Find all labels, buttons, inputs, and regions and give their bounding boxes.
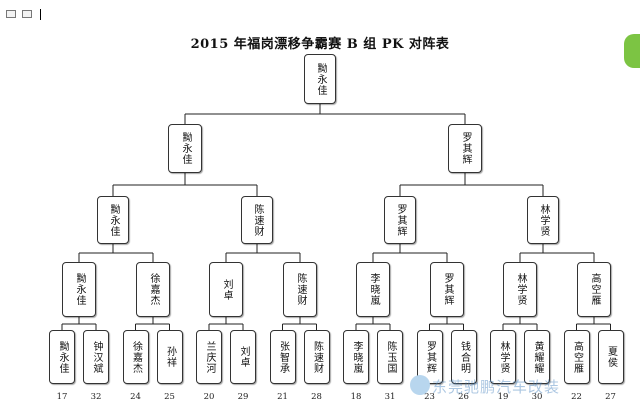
quarterfinal-box: 罗其辉 xyxy=(384,196,416,244)
seed-number: 19 xyxy=(497,392,509,402)
player-name: 黝永佳 xyxy=(315,62,326,96)
wechat-chat-icon[interactable] xyxy=(624,34,640,68)
seed-number: 31 xyxy=(384,392,396,402)
player-box: 张智承 xyxy=(269,330,296,384)
seed-number: 27 xyxy=(605,392,616,402)
player-name: 林学贤 xyxy=(515,273,526,306)
quarterfinal-box: 陈速财 xyxy=(241,196,273,244)
champion-box: 黝永佳 xyxy=(304,54,336,104)
player-box: 陈速财 xyxy=(303,330,330,384)
seed-number: 21 xyxy=(277,392,288,402)
player-name: 黝永佳 xyxy=(57,340,68,374)
player-box: 陈玉国 xyxy=(377,330,403,384)
quarterfinal-box: 黝永佳 xyxy=(97,196,129,244)
seed-number: 26 xyxy=(458,392,469,402)
round-of-8-box: 刘卓 xyxy=(209,262,243,317)
watermark-logo-icon xyxy=(410,375,430,395)
player-name: 兰庆河 xyxy=(204,340,215,374)
player-box: 钱合明 xyxy=(450,330,477,384)
player-name: 黄耀耀 xyxy=(532,340,543,374)
seed-number: 17 xyxy=(56,392,68,402)
player-box: 夏侯 xyxy=(597,330,624,384)
player-name: 陈速财 xyxy=(295,273,306,306)
round-of-8-box: 高空雁 xyxy=(577,262,611,317)
seed-number: 23 xyxy=(424,392,435,402)
round-of-8-box: 林学贤 xyxy=(503,262,537,317)
player-name: 高空雁 xyxy=(571,340,583,374)
player-name: 张智承 xyxy=(277,340,289,374)
seed-number: 20 xyxy=(203,392,215,402)
seed-number: 28 xyxy=(311,392,322,402)
player-name: 陈速财 xyxy=(311,340,323,374)
player-name: 林学贤 xyxy=(498,340,509,374)
player-box: 罗其辉 xyxy=(416,330,443,384)
seed-number: 29 xyxy=(237,392,249,402)
player-name: 陈速财 xyxy=(252,203,263,237)
player-box: 徐嘉杰 xyxy=(122,330,149,384)
player-box: 兰庆河 xyxy=(196,330,222,384)
document-icon[interactable] xyxy=(6,10,16,18)
player-name: 黝永佳 xyxy=(74,273,85,306)
player-name: 罗其辉 xyxy=(424,340,436,374)
round-of-8-box: 李晓嵐 xyxy=(356,262,390,317)
player-box: 高空雁 xyxy=(563,330,590,384)
player-name: 徐嘉杰 xyxy=(148,273,159,306)
seed-number: 25 xyxy=(164,392,175,402)
page-title: 2015 年福岗漂移争霸赛 B 组 PK 对阵表 xyxy=(190,37,450,52)
watermark-text: 东莞驰鹏汽车改装 xyxy=(432,378,561,396)
round-of-8-box: 黝永佳 xyxy=(62,262,96,317)
semifinal-box: 罗其辉 xyxy=(448,124,482,173)
player-name: 黝永佳 xyxy=(108,203,119,237)
player-name: 钱合明 xyxy=(458,340,470,374)
player-name: 刘卓 xyxy=(238,346,249,368)
player-name: 李晓嵐 xyxy=(368,273,379,306)
player-name: 黝永佳 xyxy=(180,132,191,165)
player-name: 高空雁 xyxy=(589,273,600,306)
player-box: 黝永佳 xyxy=(49,330,75,384)
player-box: 黄耀耀 xyxy=(524,330,550,384)
player-name: 夏侯 xyxy=(605,346,617,368)
player-box: 刘卓 xyxy=(230,330,256,384)
player-name: 李晓嵐 xyxy=(351,340,362,374)
player-name: 徐嘉杰 xyxy=(130,340,142,374)
seed-number: 30 xyxy=(531,392,543,402)
seed-number: 32 xyxy=(90,392,102,402)
player-name: 钟汉斌 xyxy=(91,340,102,374)
player-name: 陈玉国 xyxy=(385,340,396,374)
player-name: 罗其辉 xyxy=(395,203,406,237)
text-cursor-icon xyxy=(40,9,41,20)
player-name: 刘卓 xyxy=(221,278,232,301)
player-box: 孙祥 xyxy=(156,330,183,384)
semifinal-box: 黝永佳 xyxy=(168,124,202,173)
player-name: 罗其辉 xyxy=(460,132,471,165)
image-icon[interactable] xyxy=(22,10,32,18)
player-box: 李晓嵐 xyxy=(343,330,369,384)
round-of-8-box: 罗其辉 xyxy=(430,262,464,317)
seed-number: 18 xyxy=(350,392,362,402)
player-box: 钟汉斌 xyxy=(83,330,109,384)
quarterfinal-box: 林学贤 xyxy=(527,196,559,244)
player-name: 罗其辉 xyxy=(442,273,453,306)
seed-number: 22 xyxy=(571,392,582,402)
seed-number: 24 xyxy=(130,392,141,402)
round-of-8-box: 徐嘉杰 xyxy=(136,262,170,317)
player-box: 林学贤 xyxy=(490,330,516,384)
player-name: 林学贤 xyxy=(538,203,549,237)
round-of-8-box: 陈速财 xyxy=(283,262,317,317)
player-name: 孙祥 xyxy=(164,346,176,368)
